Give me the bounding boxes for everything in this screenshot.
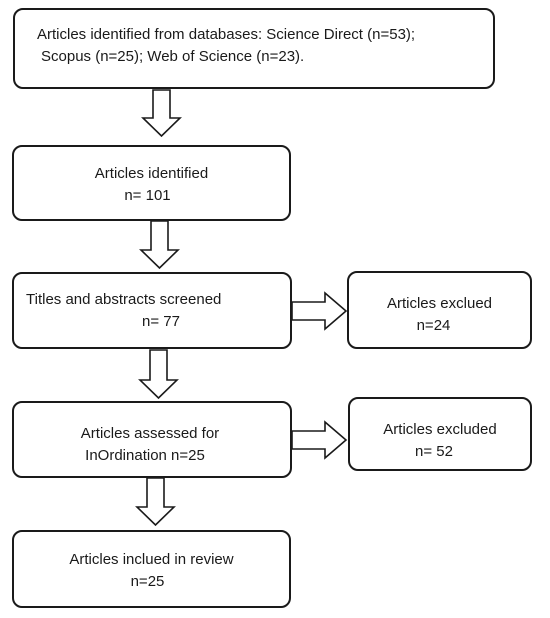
screened-box-line1: Titles and abstracts screened xyxy=(26,291,222,308)
right-arrow-2 xyxy=(291,420,348,460)
screened-box-line2: n= 77 xyxy=(142,313,180,330)
excluded-box-1-line1: Articles exclued xyxy=(386,295,493,312)
excluded-box-2-line1: Articles excluded xyxy=(383,421,497,438)
identified-box-line2: n= 101 xyxy=(124,187,171,204)
right-arrow-1 xyxy=(291,291,348,331)
down-arrow-2 xyxy=(139,220,180,270)
assessed-box-line2: InOrdination n=25 xyxy=(85,447,205,464)
databases-box-line2: Scopus (n=25); Web of Science (n=23). xyxy=(41,48,305,65)
excluded-box-2: Articles excluded n= 52 xyxy=(348,397,532,471)
excluded-box-1-line2: n=24 xyxy=(416,317,451,334)
included-box: Articles inclued in review n=25 xyxy=(12,530,291,608)
databases-box: Articles identified from databases: Scie… xyxy=(13,8,495,89)
databases-box-line1: Articles identified from databases: Scie… xyxy=(37,26,416,43)
included-box-line2: n=25 xyxy=(130,573,165,590)
included-box-line1: Articles inclued in review xyxy=(69,551,234,568)
excluded-box-2-line2: n= 52 xyxy=(415,443,453,460)
identified-box-line1: Articles identified xyxy=(94,165,209,182)
down-arrow-3 xyxy=(138,349,179,400)
excluded-box-1: Articles exclued n=24 xyxy=(347,271,532,349)
assessed-box-line1: Articles assessed for xyxy=(80,425,220,442)
assessed-box: Articles assessed for InOrdination n=25 xyxy=(12,401,292,478)
screened-box: Titles and abstracts screened n= 77 xyxy=(12,272,292,349)
down-arrow-4 xyxy=(135,477,176,527)
identified-box: Articles identified n= 101 xyxy=(12,145,291,221)
down-arrow-1 xyxy=(141,89,182,138)
